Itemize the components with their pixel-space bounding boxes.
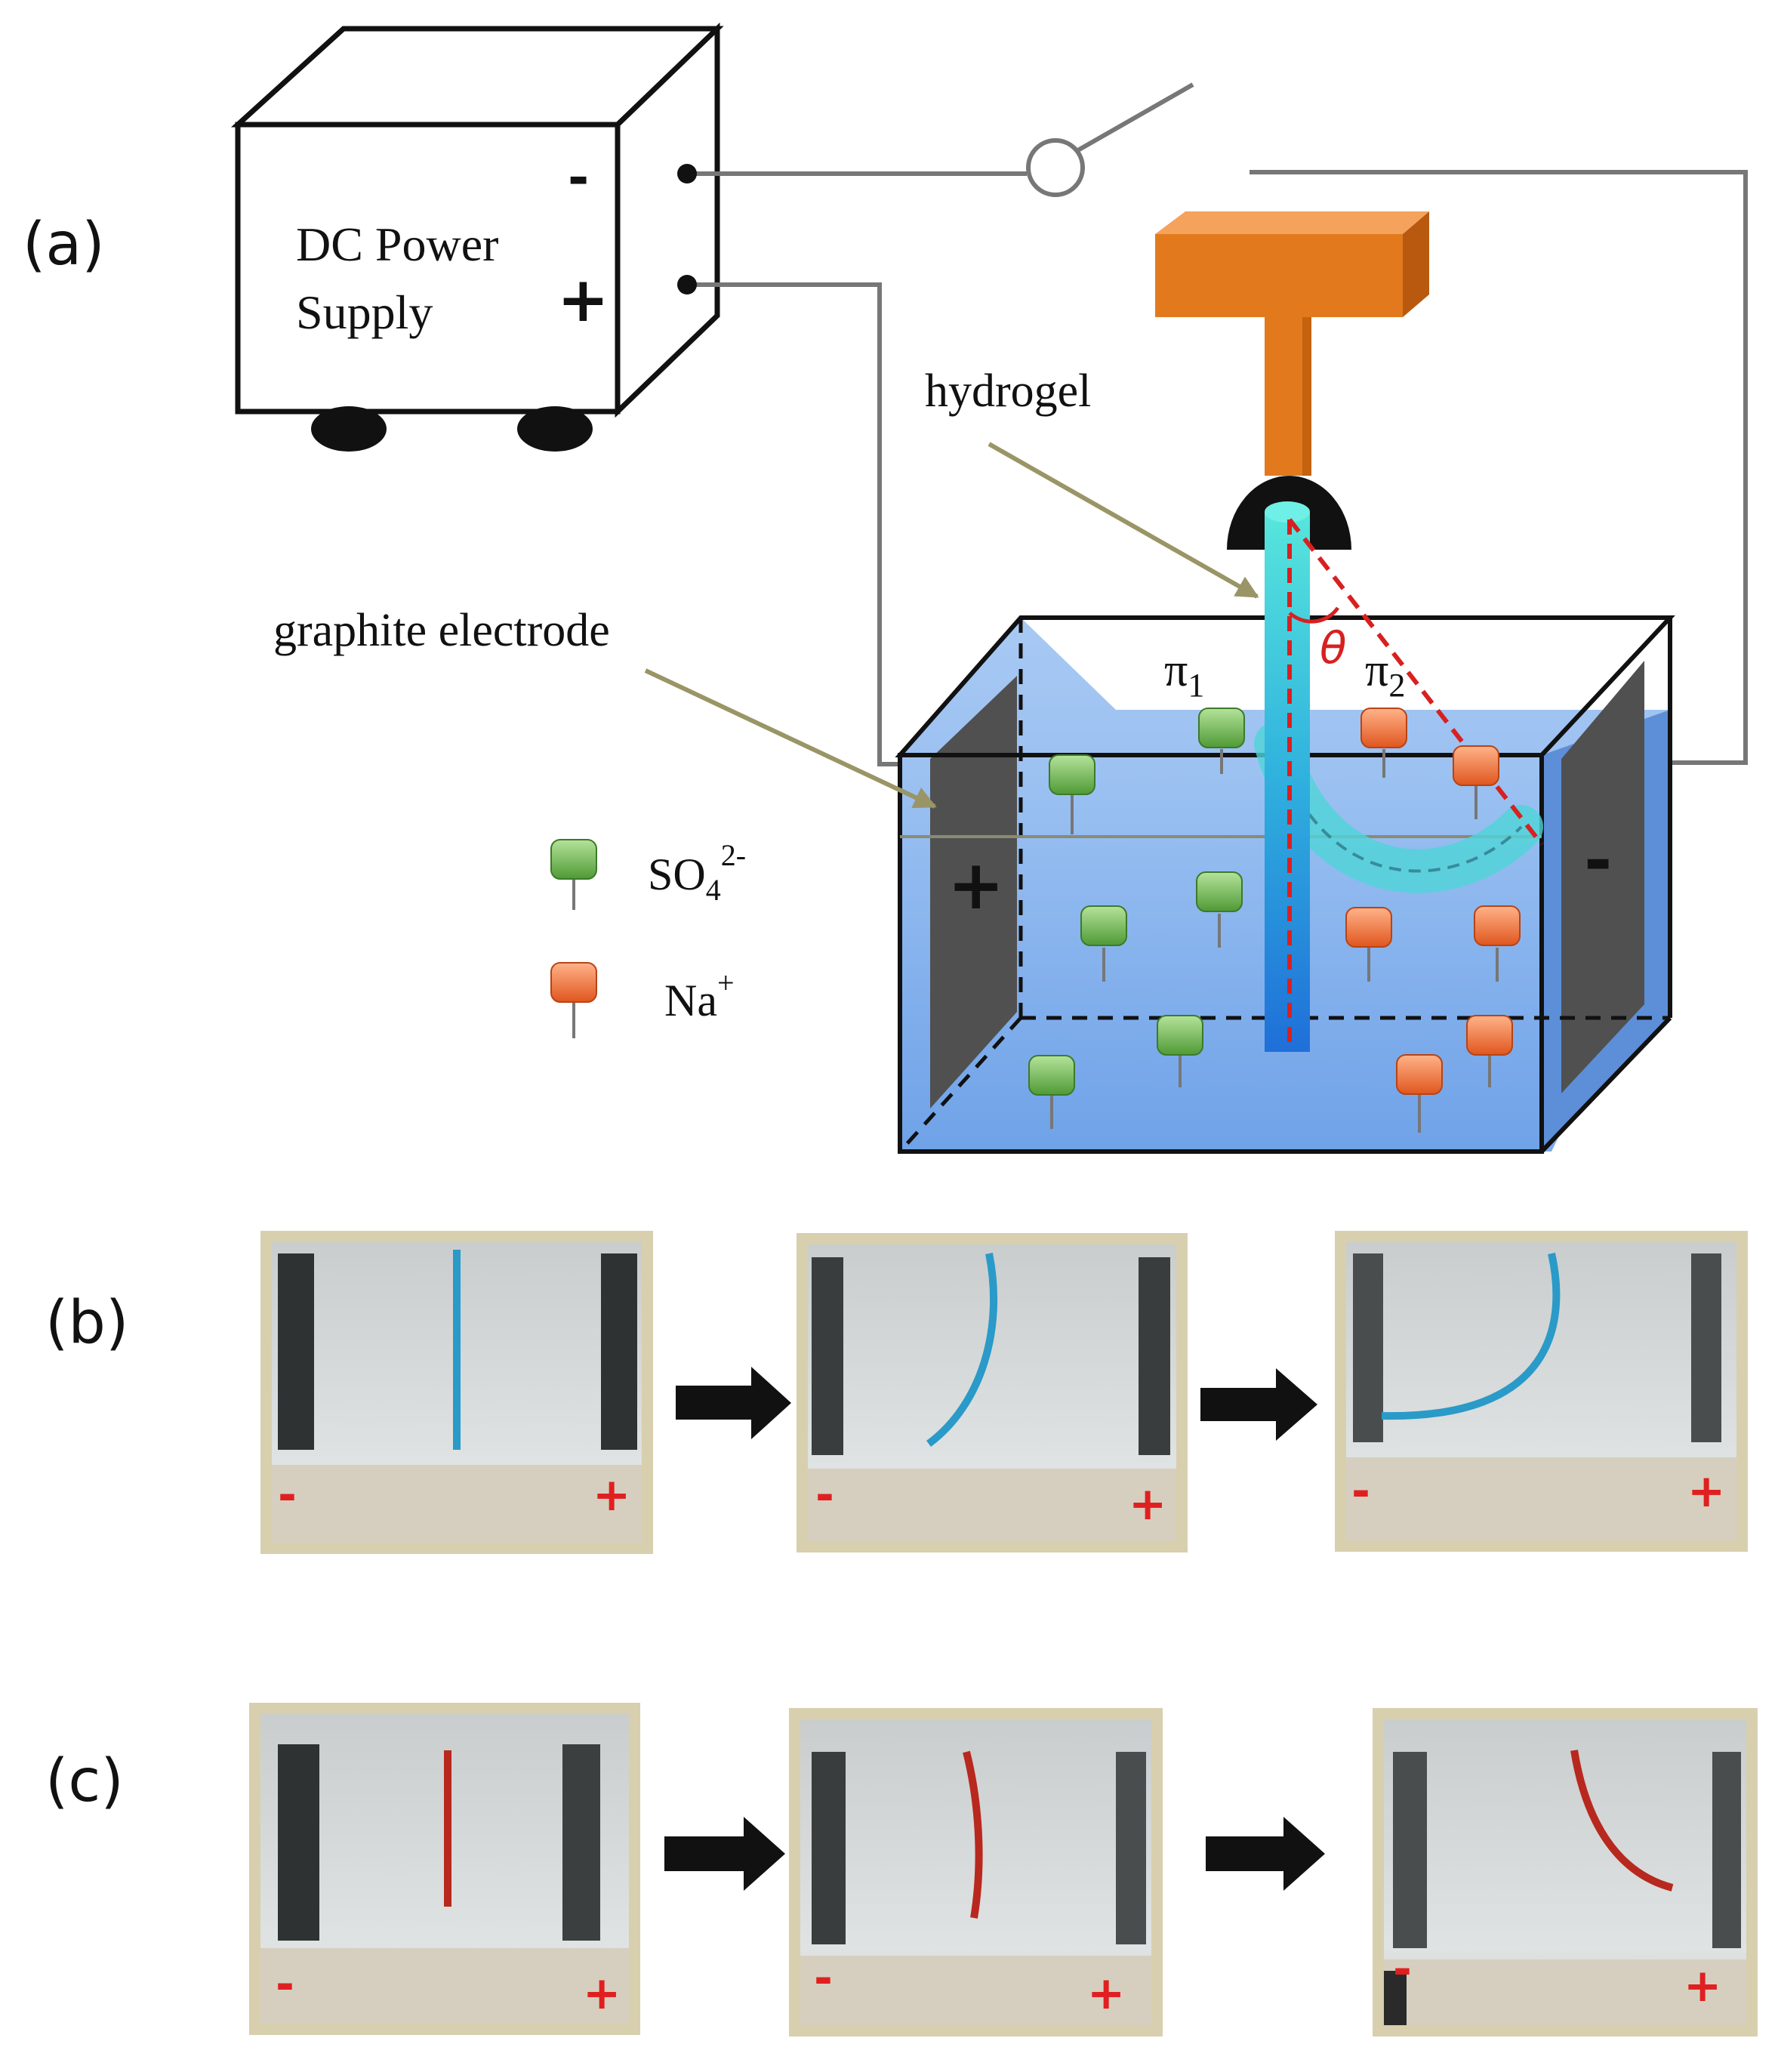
sulfate-ion [1157,1015,1203,1087]
photo-c1-right-sign: + [583,1967,621,2020]
hydrogel-pointer [988,442,1259,599]
legend-sodium: Na+ [550,962,735,1038]
legend-sulfate-label: SO42- [648,838,746,907]
photo-b2-left-sign: - [815,1469,834,1522]
pi2-label: π2 [1365,645,1405,704]
wheel-left [311,406,387,452]
theta-annotation [1287,518,1544,1042]
photo-c3: - + [1373,1708,1758,2037]
photo-c2: - + [789,1708,1163,2037]
photo-c2-right-sign: + [1087,1967,1125,2020]
sulfate-ion [1028,1055,1075,1129]
electrode-left-sign: + [948,846,1004,925]
arrow-c1 [664,1817,785,1891]
sodium-ion [1453,745,1499,819]
sodium-ion [1474,905,1521,982]
photo-b3-right-sign: + [1687,1465,1725,1518]
pi1-label: π1 [1164,645,1204,704]
wheel-right [517,406,593,452]
photo-b1-right-sign: + [593,1469,630,1522]
theta-label: θ [1320,622,1347,674]
photo-b1: - + [260,1231,653,1554]
terminal-plus [677,275,697,294]
sulfate-ion [1080,905,1127,982]
sulfate-ion [1198,708,1245,774]
sodium-ion [1345,907,1392,982]
photo-b2: - + [797,1233,1188,1552]
circuit-wires [687,82,1748,766]
legend-sodium-label: Na+ [664,966,735,1025]
photo-c2-left-sign: - [814,1952,833,2005]
hydrogel-label: hydrogel [925,365,1091,417]
sodium-ion [1360,708,1407,778]
panel-label-b: (b) [45,1289,128,1357]
photo-b3: - + [1335,1231,1748,1552]
photo-c1: - + [249,1703,640,2035]
terminal-plus-sign: + [557,264,609,336]
graphite-electrode-pointer [644,668,937,809]
panel-label-a: (a) [23,211,105,279]
photo-b3-left-sign: - [1351,1465,1370,1518]
panel-label-c: (c) [45,1747,124,1815]
photo-b2-right-sign: + [1129,1478,1166,1531]
switch-pivot [1026,138,1085,197]
photo-c1-left-sign: - [276,1958,294,2011]
photo-b1-left-sign: - [278,1469,297,1522]
terminal-minus [677,164,697,183]
electrode-right [1561,661,1644,1093]
orange-holder [1155,211,1429,476]
arrow-b1 [676,1367,791,1439]
legend-sulfate: SO42- [550,838,746,910]
graphite-electrode-label: graphite electrode [273,605,610,656]
sodium-ion [1466,1015,1513,1087]
arrow-c2 [1206,1817,1325,1891]
sulfate-ions [1028,708,1245,1129]
photo-c3-left-sign: - [1393,1943,1412,1996]
arrow-b2 [1200,1368,1317,1441]
electrode-left [930,676,1017,1108]
power-supply-line2: Supply [296,285,433,339]
terminal-minus-sign: - [568,148,589,208]
dc-power-supply: DC Power Supply - + [230,22,724,452]
photo-c3-right-sign: + [1684,1959,1721,2012]
electrode-right-sign: - [1584,821,1612,900]
sulfate-ion [1196,871,1243,948]
sodium-ion [1396,1054,1443,1133]
sulfate-ion [1049,754,1095,834]
sodium-ions [1345,708,1521,1133]
ion-legend: SO42- Na+ [550,838,746,1038]
power-supply-line1: DC Power [296,217,498,271]
